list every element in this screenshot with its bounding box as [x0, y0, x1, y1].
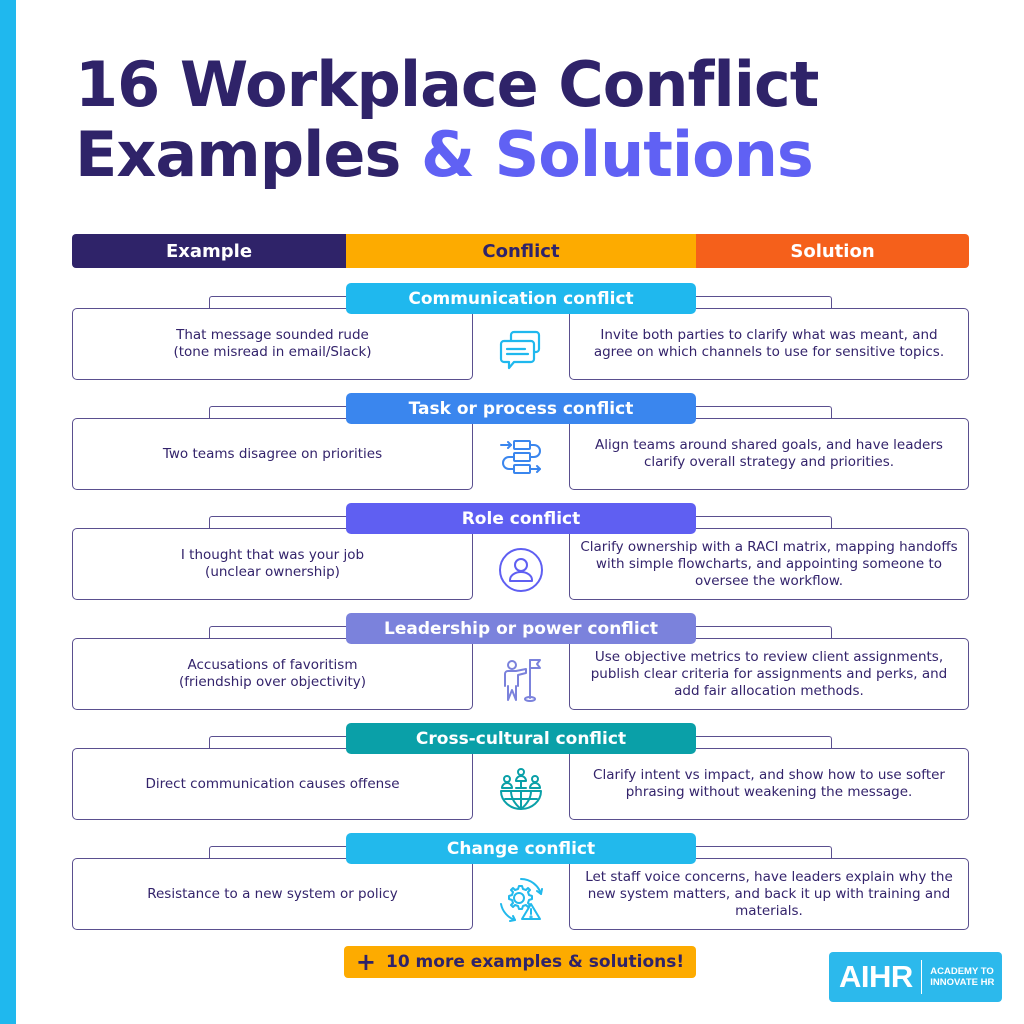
- column-header-bar: Example Conflict Solution: [72, 234, 969, 268]
- conflict-row-cross-cultural: Direct communication causes offense Cros…: [72, 723, 969, 830]
- conflict-label: Communication conflict: [346, 283, 696, 314]
- gear-warning-icon: [492, 874, 550, 926]
- solution-text: Let staff voice concerns, have leaders e…: [585, 868, 953, 919]
- example-box: I thought that was your job (unclear own…: [72, 528, 473, 600]
- example-box: Direct communication causes offense: [72, 748, 473, 820]
- solution-box: Clarify ownership with a RACI matrix, ma…: [569, 528, 969, 600]
- conflict-label: Change conflict: [346, 833, 696, 864]
- example-box: Accusations of favoritism (friendship ov…: [72, 638, 473, 710]
- conflict-row-task: Two teams disagree on priorities Task or…: [72, 393, 969, 500]
- plus-icon: +: [355, 948, 376, 976]
- solution-text: Clarify intent vs impact, and show how t…: [593, 767, 945, 800]
- conflict-row-role: I thought that was your job (unclear own…: [72, 503, 969, 610]
- conflict-row-communication: That message sounded rude (tone misread …: [72, 283, 969, 390]
- conflict-label: Task or process conflict: [346, 393, 696, 424]
- solution-box: Align teams around shared goals, and hav…: [569, 418, 969, 490]
- title-line-1: 16 Workplace Conflict: [75, 48, 819, 121]
- title-line-2: Examples: [75, 118, 421, 191]
- logo-tagline: ACADEMY TO INNOVATE HR: [930, 966, 994, 988]
- example-text: That message sounded rude (tone misread …: [173, 327, 372, 360]
- solution-text: Use objective metrics to review client a…: [590, 648, 948, 699]
- process-flow-icon: [492, 434, 550, 486]
- example-box: That message sounded rude (tone misread …: [72, 308, 473, 380]
- conflict-label: Leadership or power conflict: [346, 613, 696, 644]
- header-solution: Solution: [696, 234, 969, 268]
- example-box: Two teams disagree on priorities: [72, 418, 473, 490]
- conflict-row-change: Resistance to a new system or policy Cha…: [72, 833, 969, 940]
- chat-bubbles-icon: [492, 324, 550, 376]
- user-circle-icon: [492, 544, 550, 596]
- example-box: Resistance to a new system or policy: [72, 858, 473, 930]
- solution-box: Let staff voice concerns, have leaders e…: [569, 858, 969, 930]
- solution-text: Invite both parties to clarify what was …: [593, 327, 945, 360]
- logo-divider: [920, 960, 923, 994]
- person-flag-icon: [492, 654, 550, 706]
- solution-text: Clarify ownership with a RACI matrix, ma…: [580, 538, 958, 589]
- solution-box: Clarify intent vs impact, and show how t…: [569, 748, 969, 820]
- example-text: I thought that was your job (unclear own…: [180, 547, 365, 580]
- logo-tagline-line-1: ACADEMY TO: [930, 966, 994, 977]
- example-text: Two teams disagree on priorities: [162, 445, 383, 462]
- page-title: 16 Workplace Conflict Examples & Solutio…: [75, 48, 819, 191]
- example-text: Resistance to a new system or policy: [147, 885, 398, 902]
- title-accent: & Solutions: [420, 118, 814, 191]
- example-text: Accusations of favoritism (friendship ov…: [179, 657, 366, 690]
- conflict-label: Cross-cultural conflict: [346, 723, 696, 754]
- more-examples-label: 10 more examples & solutions!: [385, 952, 685, 972]
- more-examples-button[interactable]: + 10 more examples & solutions!: [344, 946, 696, 978]
- header-example: Example: [72, 234, 346, 268]
- header-conflict: Conflict: [346, 234, 696, 268]
- conflict-label: Role conflict: [346, 503, 696, 534]
- solution-box: Invite both parties to clarify what was …: [569, 308, 969, 380]
- logo-mark: AIHR: [839, 959, 913, 994]
- solution-box: Use objective metrics to review client a…: [569, 638, 969, 710]
- logo-tagline-line-2: INNOVATE HR: [930, 977, 995, 988]
- example-text: Direct communication causes offense: [145, 775, 400, 792]
- side-accent-bar: [0, 0, 16, 1024]
- conflict-row-leadership: Accusations of favoritism (friendship ov…: [72, 613, 969, 720]
- solution-text: Align teams around shared goals, and hav…: [595, 437, 943, 470]
- people-globe-icon: [492, 764, 550, 816]
- aihr-logo: AIHR ACADEMY TO INNOVATE HR: [829, 952, 1002, 1002]
